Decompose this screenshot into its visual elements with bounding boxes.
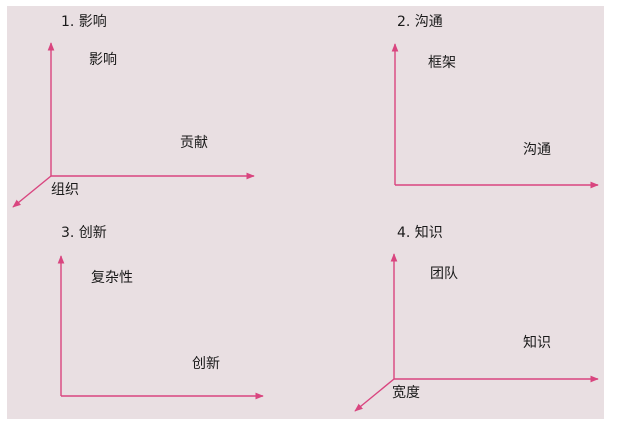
quadrant-1-z-label: 组织 (51, 182, 79, 198)
quadrant-1-title: 1. 影响 (61, 14, 107, 30)
quadrant-2-title: 2. 沟通 (397, 14, 443, 30)
quadrant-4-z-label: 宽度 (392, 385, 420, 401)
quadrant-4-axes (354, 253, 599, 412)
quadrant-4-y-label: 团队 (430, 266, 458, 282)
quadrant-3-y-label: 复杂性 (91, 270, 133, 286)
quadrant-1-x-label: 贡献 (180, 135, 208, 151)
quadrant-4-x-label: 知识 (523, 335, 551, 351)
quadrant-2-y-label: 框架 (428, 55, 456, 71)
quadrant-1-y-label: 影响 (89, 52, 117, 68)
quadrant-1-axes (12, 42, 255, 208)
q1-z-axis (12, 175, 52, 208)
quadrant-3-title: 3. 创新 (61, 225, 107, 241)
diagram-background (7, 6, 604, 419)
quadrant-2-x-label: 沟通 (523, 142, 551, 158)
quadrant-2-axes (391, 43, 599, 189)
quadrant-3-x-label: 创新 (192, 356, 220, 372)
quadrant-4-title: 4. 知识 (397, 225, 443, 241)
q4-z-axis (354, 378, 395, 412)
quadrant-3-axes (57, 255, 264, 400)
